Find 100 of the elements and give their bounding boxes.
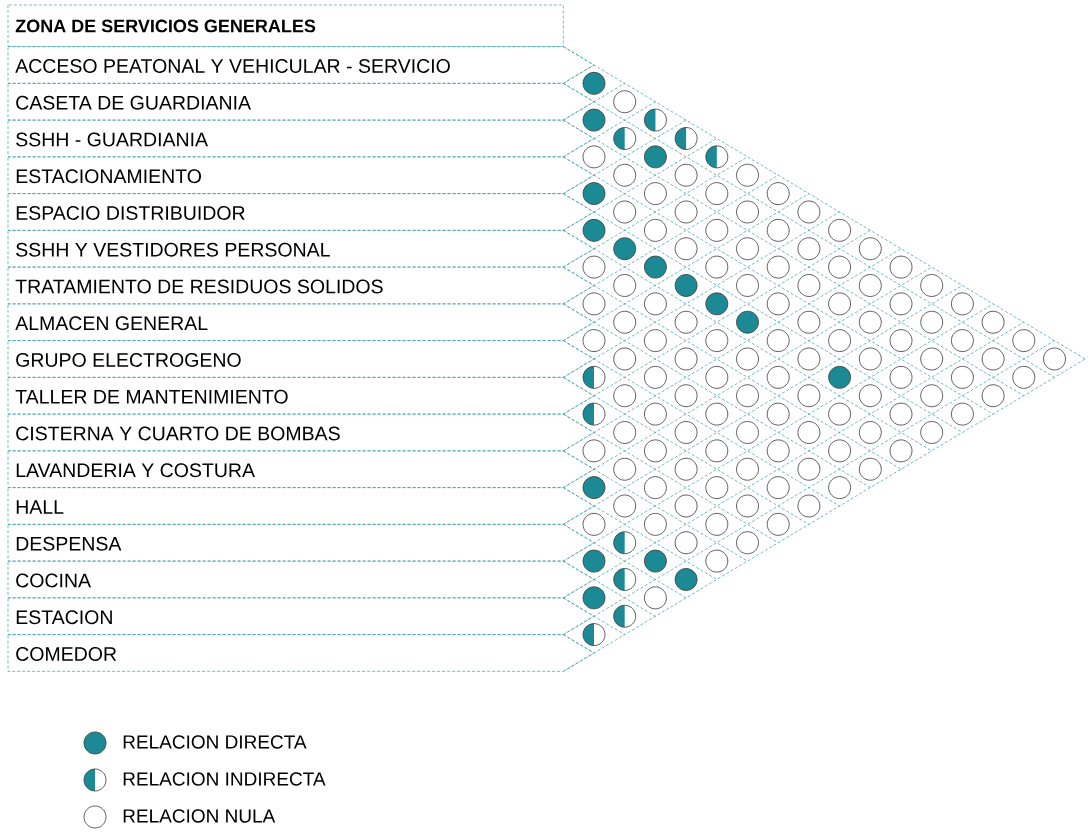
legend-text: RELACION NULA <box>123 809 276 823</box>
empty-circle <box>828 218 851 242</box>
row-box: CISTERNA Y CUARTO DE BOMBAS <box>7 413 595 452</box>
empty-circle <box>766 218 790 242</box>
empty-circle <box>705 182 729 205</box>
empty-circle <box>766 365 790 389</box>
empty-circle <box>920 274 944 297</box>
empty-circle <box>889 439 913 463</box>
row-box: LAVANDERIA Y COSTURA <box>7 450 595 488</box>
empty-circle <box>674 310 698 334</box>
empty-circle <box>736 384 759 408</box>
empty-circle <box>828 329 851 352</box>
empty-circle <box>828 476 851 499</box>
empty-circle <box>797 274 821 297</box>
filled-circle <box>736 310 759 334</box>
empty-circle <box>674 237 698 261</box>
empty-circle <box>981 310 1005 334</box>
empty-circle <box>705 439 729 463</box>
empty-circle <box>858 237 882 261</box>
empty-circle <box>951 292 974 316</box>
empty-circle <box>582 255 606 279</box>
empty-circle <box>951 365 974 389</box>
row-box: HALL <box>7 487 595 525</box>
row-box: ALMACEN GENERAL <box>7 303 595 341</box>
empty-circle <box>981 347 1005 371</box>
empty-circle <box>828 255 851 279</box>
empty-circle <box>797 494 821 518</box>
empty-circle <box>674 531 698 555</box>
empty-circle <box>644 218 667 242</box>
empty-circle <box>766 255 790 279</box>
empty-circle <box>797 237 821 261</box>
empty-circle <box>644 586 667 610</box>
empty-circle <box>736 421 759 444</box>
empty-circle <box>920 347 944 371</box>
empty-circle <box>674 421 698 444</box>
empty-circle <box>828 439 851 463</box>
empty-circle <box>705 365 729 389</box>
empty-circle <box>736 457 759 481</box>
empty-circle <box>705 549 729 573</box>
legend-text: RELACION DIRECTA <box>123 735 307 749</box>
filled-circle <box>644 255 667 279</box>
empty-circle <box>582 329 606 352</box>
empty-circle <box>981 384 1005 408</box>
empty-circle <box>613 310 637 334</box>
empty-circle <box>736 163 759 187</box>
empty-circle <box>705 329 729 352</box>
empty-circle <box>582 439 606 463</box>
empty-circle <box>1043 347 1066 371</box>
half-filled-circle <box>613 127 637 150</box>
half-filled-circle <box>582 623 606 646</box>
empty-circle <box>797 384 821 408</box>
empty-circle <box>613 494 637 518</box>
empty-circle <box>1012 365 1036 389</box>
empty-circle <box>797 310 821 334</box>
empty-circle <box>766 439 790 463</box>
half-filled-circle <box>705 145 729 169</box>
empty-circle <box>613 274 637 297</box>
empty-circle <box>951 329 974 352</box>
empty-circle <box>705 512 729 536</box>
empty-circle <box>644 439 667 463</box>
empty-circle <box>644 512 667 536</box>
half-filled-circle <box>613 531 637 555</box>
empty-circle <box>644 402 667 426</box>
row-box: CASETA DE GUARDIANIA <box>7 83 595 121</box>
empty-circle <box>920 421 944 444</box>
filled-circle <box>582 218 606 242</box>
empty-circle <box>797 200 821 224</box>
empty-circle <box>644 329 667 352</box>
empty-circle <box>674 384 698 408</box>
empty-circle <box>736 274 759 297</box>
empty-circle <box>674 494 698 518</box>
empty-circle <box>828 402 851 426</box>
filled-circle <box>582 71 606 95</box>
empty-circle <box>889 292 913 316</box>
empty-circle <box>674 347 698 371</box>
row-box: GRUPO ELECTROGENO <box>7 340 595 378</box>
row-box: ESTACION <box>7 597 595 635</box>
filled-circle <box>582 182 606 205</box>
empty-circle <box>766 402 790 426</box>
empty-circle <box>889 402 913 426</box>
empty-circle <box>951 402 974 426</box>
half-filled-circle <box>582 402 606 426</box>
filled-circle <box>613 237 637 261</box>
row-box: COCINA <box>7 560 595 599</box>
empty-circle <box>644 476 667 499</box>
empty-circle <box>705 476 729 499</box>
empty-circle <box>613 457 637 481</box>
filled-circle <box>582 586 606 610</box>
empty-circle <box>858 274 882 297</box>
filled-circle <box>582 108 606 132</box>
row-box: TRATAMIENTO DE RESIDUOS SOLIDOS <box>7 266 595 305</box>
filled-circle <box>582 476 606 499</box>
empty-circle <box>858 384 882 408</box>
empty-circle <box>766 329 790 352</box>
half-filled-circle <box>582 365 606 389</box>
empty-circle <box>797 457 821 481</box>
header-box: ZONA DE SERVICIOS GENERALES <box>7 4 564 47</box>
empty-circle <box>644 365 667 389</box>
empty-circle <box>613 384 637 408</box>
empty-circle <box>920 310 944 334</box>
